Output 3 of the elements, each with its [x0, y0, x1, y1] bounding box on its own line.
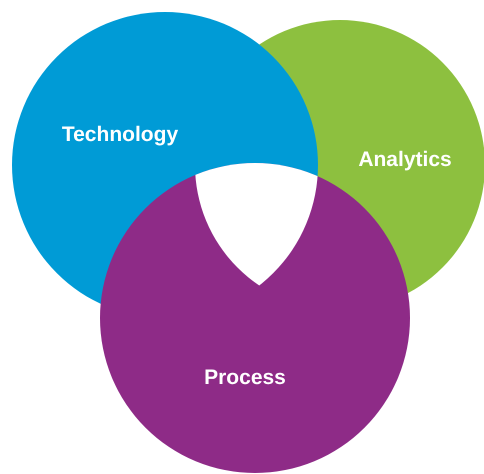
circle-label: Analytics — [358, 148, 452, 172]
circle-label: Technology — [62, 123, 178, 147]
circle-label: Process — [204, 366, 286, 390]
